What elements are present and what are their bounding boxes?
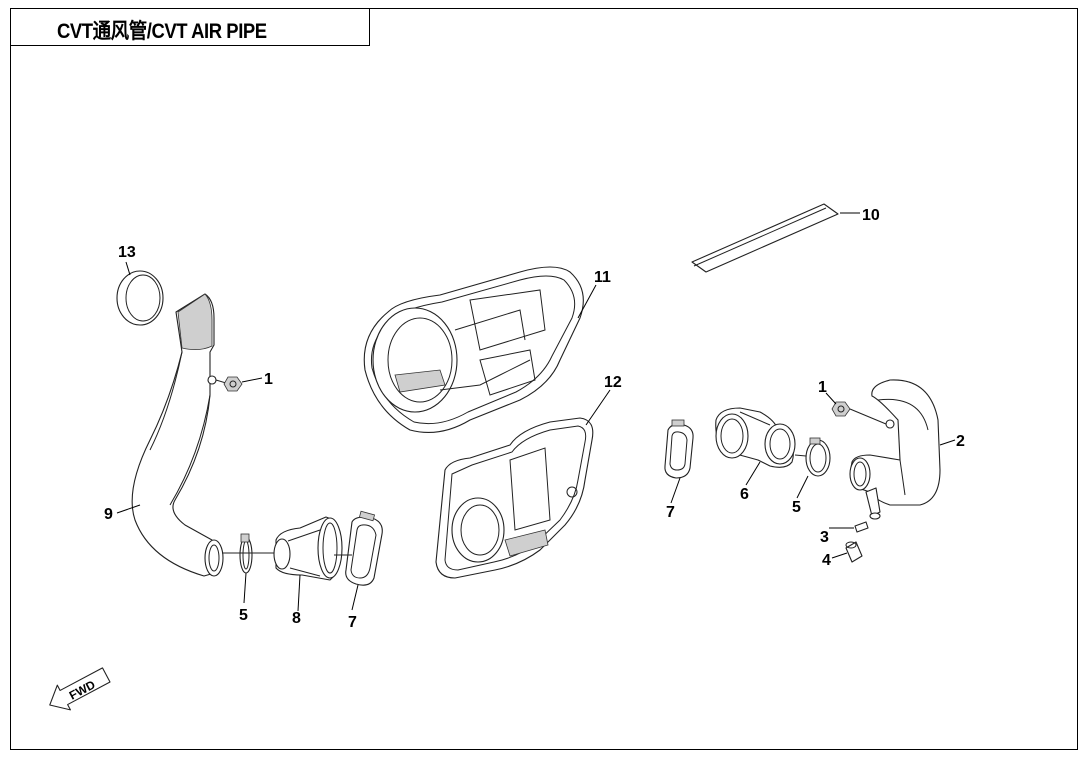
- part-5-clamp-left: [239, 533, 253, 574]
- part-5-clamp-right: [805, 437, 831, 477]
- part-9-intake-pipe: [131, 293, 224, 577]
- callout-13: 13: [118, 244, 136, 261]
- part-13-cap: [116, 270, 164, 326]
- part-8-coupler: [273, 516, 343, 581]
- callout-4: 4: [822, 552, 831, 569]
- callout-6: 6: [740, 486, 749, 503]
- callout-1-left: 1: [264, 371, 273, 388]
- part-11-cvt-cover: [363, 266, 584, 433]
- part-1-nut-left: [207, 375, 243, 392]
- callout-5-right: 5: [792, 499, 801, 516]
- title-box: CVT通风管/CVT AIR PIPE: [10, 8, 370, 46]
- part-2-outlet-pipe: [849, 379, 941, 520]
- drawing-frame: [10, 8, 1078, 750]
- callout-8: 8: [292, 610, 301, 627]
- part-4-plug-cap: [845, 541, 863, 563]
- part-3-spring-clamp: [854, 521, 869, 533]
- callout-12: 12: [604, 374, 622, 391]
- page-title: CVT通风管/CVT AIR PIPE: [57, 20, 267, 43]
- callout-11: 11: [594, 269, 611, 286]
- callout-7-right: 7: [666, 504, 675, 521]
- part-10-foam-strip: [691, 203, 839, 273]
- part-7-gasket-right: [664, 419, 694, 479]
- callout-7-left: 7: [348, 614, 357, 631]
- callout-2: 2: [956, 433, 965, 450]
- callout-9: 9: [104, 506, 113, 523]
- leader-lines: [116, 212, 956, 612]
- callout-1-right: 1: [818, 379, 827, 396]
- part-12-inner-cover: [435, 417, 594, 579]
- part-7-gasket-left: [345, 510, 383, 586]
- callout-3: 3: [820, 529, 829, 546]
- fwd-arrow-icon: FWD: [49, 667, 111, 711]
- part-1-nut-right: [831, 401, 887, 425]
- part-6-elbow: [715, 407, 796, 468]
- callout-5-left: 5: [239, 607, 248, 624]
- callout-10: 10: [862, 207, 880, 224]
